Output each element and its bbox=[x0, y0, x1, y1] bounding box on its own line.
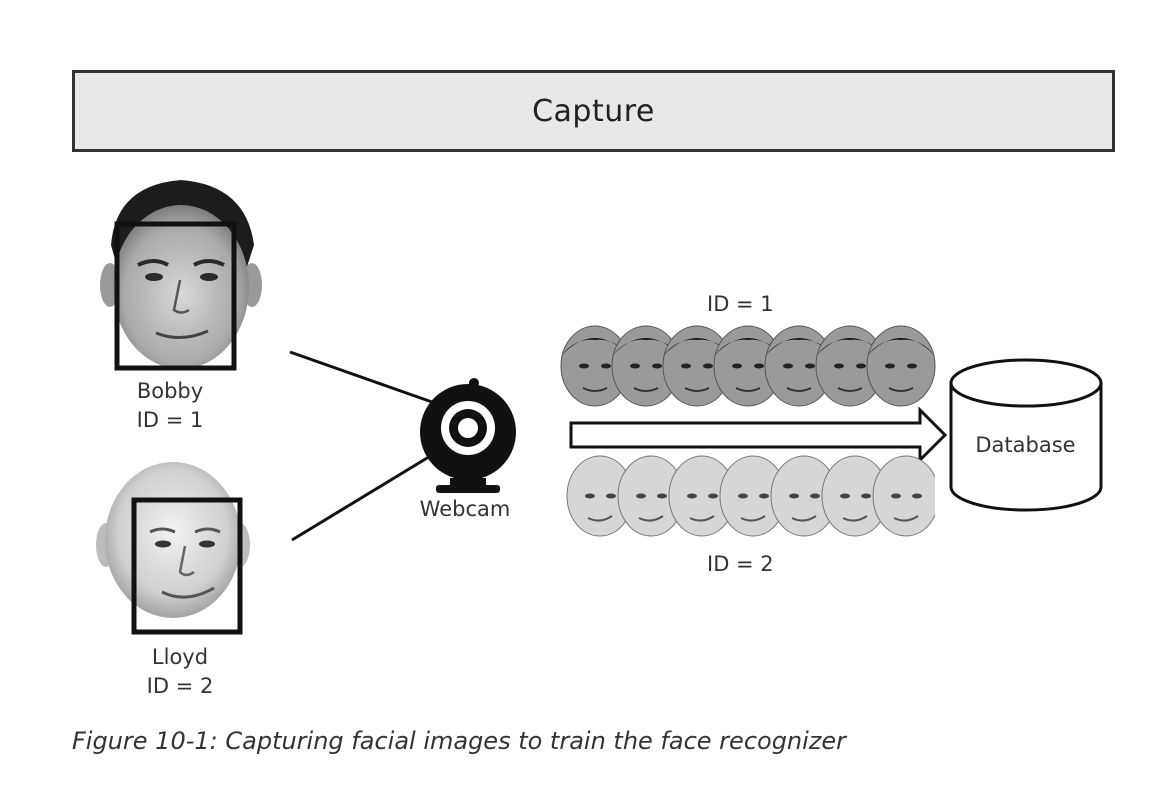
database-label: Database bbox=[975, 433, 1076, 457]
connector-bobby-webcam bbox=[289, 350, 433, 404]
sample-face-lloyd bbox=[770, 455, 838, 537]
sample-face-lloyd bbox=[872, 455, 935, 537]
database-icon bbox=[949, 358, 1103, 512]
connector-lloyd-webcam bbox=[291, 453, 433, 542]
person-label-lloyd: Lloyd ID = 2 bbox=[120, 643, 240, 701]
sample-face-bobby bbox=[866, 325, 936, 407]
sample-face-bobby bbox=[662, 325, 732, 407]
sample-face-lloyd bbox=[566, 455, 634, 537]
person-name: Bobby bbox=[136, 379, 204, 403]
sample-face-lloyd bbox=[617, 455, 685, 537]
person-id: ID = 2 bbox=[146, 674, 214, 698]
samples-id-top: ID = 1 bbox=[707, 292, 774, 316]
figure-caption: Figure 10-1: Capturing facial images to … bbox=[72, 727, 847, 755]
banner-title: Capture bbox=[532, 93, 655, 129]
samples-row-id1 bbox=[560, 325, 936, 407]
person-label-bobby: Bobby ID = 1 bbox=[110, 377, 230, 435]
webcam-label: Webcam bbox=[419, 497, 511, 521]
webcam-icon bbox=[420, 378, 516, 493]
samples-row-id2 bbox=[566, 455, 935, 537]
capture-banner: Capture bbox=[72, 70, 1115, 152]
person-id: ID = 1 bbox=[136, 408, 204, 432]
sample-face-bobby bbox=[764, 325, 834, 407]
arrow-right-icon bbox=[569, 406, 948, 464]
face-photo-lloyd bbox=[96, 462, 250, 635]
face-photo-bobby bbox=[100, 180, 262, 371]
sample-face-bobby bbox=[713, 325, 783, 407]
samples-id-bottom: ID = 2 bbox=[707, 552, 774, 576]
person-name: Lloyd bbox=[151, 645, 209, 669]
